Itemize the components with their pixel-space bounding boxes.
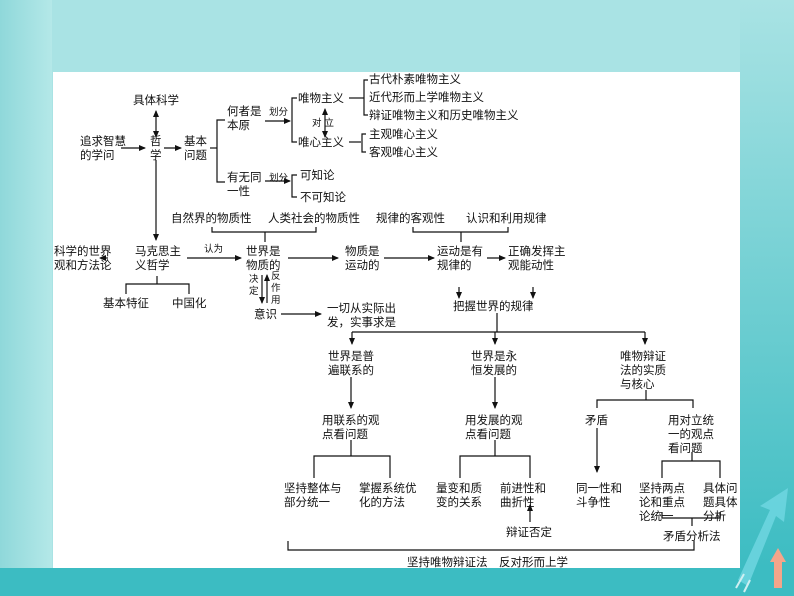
- node-philosophy: 哲 学: [150, 134, 162, 162]
- node-motion-has-laws: 运动是有 规律的: [437, 244, 483, 272]
- node-grasp-laws: 把握世界的规律: [453, 299, 534, 313]
- node-idealism: 唯心主义: [298, 135, 344, 149]
- background-bottom-band: [0, 568, 794, 596]
- label-divide-1: 划分: [269, 107, 289, 118]
- node-universal-connection: 世界是普 遍联系的: [328, 349, 374, 377]
- node-quantity-quality: 量变和质 变的关系: [436, 481, 482, 509]
- node-contradiction-analysis: 矛盾分析法: [663, 529, 721, 543]
- node-nature-materiality: 自然界的物质性: [171, 211, 252, 225]
- diagram-panel: [53, 72, 740, 569]
- node-view-development: 用发展的观 点看问题: [465, 413, 523, 441]
- node-basic-features: 基本特征: [103, 296, 149, 310]
- node-agnostic: 不可知论: [300, 190, 346, 204]
- node-basic-question: 基本 问题: [184, 134, 207, 162]
- node-marxist-philosophy: 马克思主 义哲学: [135, 244, 181, 272]
- node-subjective-idealism: 主观唯心主义: [369, 127, 438, 141]
- node-objective-idealism: 客观唯心主义: [369, 145, 438, 159]
- node-world-is-material: 世界是 物质的: [246, 244, 281, 272]
- node-eternal-development: 世界是永 恒发展的: [471, 349, 517, 377]
- node-view-unity-opposites: 用对立统 一的观点 看问题: [668, 413, 714, 455]
- node-matter-in-motion: 物质是 运动的: [345, 244, 380, 272]
- node-knowable: 可知论: [300, 168, 335, 182]
- node-which-is-origin: 何者是 本原: [227, 104, 262, 132]
- node-society-materiality: 人类社会的物质性: [268, 211, 360, 225]
- node-contradiction: 矛盾: [585, 413, 608, 427]
- node-whole-and-parts: 坚持整体与 部分统一: [284, 481, 342, 509]
- node-two-point-key-point: 坚持两点 论和重点 论统一: [639, 481, 685, 523]
- node-dialectical-materialism: 辩证唯物主义和历史唯物主义: [369, 108, 519, 122]
- label-divide-2: 划分: [269, 173, 289, 184]
- node-subjective-initiative: 正确发挥主 观能动性: [508, 244, 566, 272]
- node-scientific-worldview: 科学的世界 观和方法论: [54, 244, 112, 272]
- background-right-band: [740, 0, 794, 568]
- node-consciousness: 意识: [254, 307, 277, 321]
- node-materialism: 唯物主义: [298, 91, 344, 105]
- node-seek-truth: 一切从实际出 发，实事求是: [327, 301, 396, 329]
- node-identity-struggle: 同一性和 斗争性: [576, 481, 622, 509]
- node-progressive-tortuous: 前进性和 曲折性: [500, 481, 546, 509]
- decorative-arrow-icon: [735, 488, 788, 593]
- node-view-connection: 用联系的观 点看问题: [322, 413, 380, 441]
- node-dialectics-core: 唯物辩证 法的实质 与核心: [620, 349, 666, 391]
- node-metaphysical-materialism: 近代形而上学唯物主义: [369, 90, 484, 104]
- node-use-laws: 认识和利用规律: [466, 211, 547, 225]
- node-dialectical-negation: 辩证否定: [506, 525, 552, 539]
- node-ancient-materialism: 古代朴素唯物主义: [369, 72, 461, 86]
- label-holds: 认为: [204, 244, 224, 255]
- background-left-band: [0, 0, 52, 596]
- node-system-optimization: 掌握系统优 化的方法: [359, 481, 417, 509]
- node-sinicization: 中国化: [172, 296, 207, 310]
- node-pursuit-of-wisdom: 追求智慧 的学问: [80, 134, 126, 162]
- node-conclusion: 坚持唯物辩证法 反对形而上学: [407, 555, 568, 569]
- node-identity-question: 有无同 一性: [227, 170, 262, 198]
- node-concrete-science: 具体科学: [133, 93, 179, 107]
- label-reacts: 反 作 用: [271, 271, 281, 306]
- node-concrete-analysis: 具体问 题具体 分析: [703, 481, 738, 523]
- label-determines: 决 定: [249, 274, 259, 297]
- node-objectivity-of-laws: 规律的客观性: [376, 211, 445, 225]
- label-opposition: 对 立: [312, 118, 335, 129]
